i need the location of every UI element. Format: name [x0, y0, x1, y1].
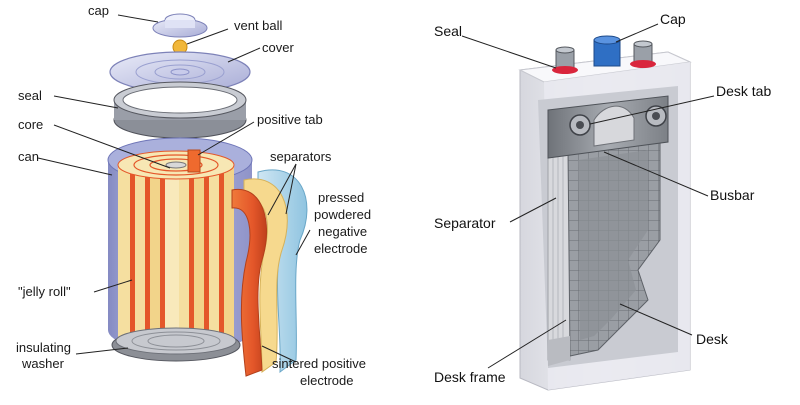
cylindrical-cell-diagram: cap vent ball cover seal core positive t…	[0, 0, 395, 405]
label-separator: Separator	[434, 215, 496, 231]
panel-divider	[395, 0, 398, 405]
label-vent-ball: vent ball	[234, 18, 283, 33]
label-can: can	[18, 149, 39, 164]
right-leader-lines	[461, 23, 715, 369]
label-insulating-1: insulating	[16, 340, 71, 355]
cap-part	[152, 13, 208, 38]
label-cap: cap	[88, 3, 109, 18]
label-insulating-2: washer	[21, 356, 65, 371]
label-pressed-3: negative	[318, 224, 367, 239]
unrolled-electrodes-part	[231, 169, 308, 377]
label-desk: Desk	[696, 331, 729, 347]
prismatic-cell-svg: Seal Cap Desk tab Busbar Separator Desk …	[434, 11, 771, 391]
positive-tab-part	[187, 149, 201, 173]
label-desk-tab: Desk tab	[716, 83, 771, 99]
cover-part	[109, 51, 251, 93]
label-pressed-2: powdered	[314, 207, 371, 222]
seal-ring-part	[113, 81, 247, 139]
label-jelly-roll: "jelly roll"	[18, 284, 71, 299]
label-separators: separators	[270, 149, 332, 164]
internals-part	[538, 86, 678, 368]
jelly-roll-part	[117, 150, 235, 345]
terminals-part	[552, 35, 656, 74]
label-pressed-4: electrode	[314, 241, 367, 256]
label-desk-frame: Desk frame	[434, 369, 506, 385]
label-pressed-1: pressed	[318, 190, 364, 205]
prismatic-cell-diagram: Seal Cap Desk tab Busbar Separator Desk …	[398, 0, 800, 405]
label-core: core	[18, 117, 43, 132]
cylindrical-cell-svg: cap vent ball cover seal core positive t…	[16, 3, 371, 388]
label-seal-right: Seal	[434, 23, 462, 39]
insulating-washer-part	[111, 327, 241, 362]
label-sintered-1: sintered positive	[272, 356, 366, 371]
label-cap-right: Cap	[660, 11, 686, 27]
label-positive-tab: positive tab	[257, 112, 323, 127]
label-sintered-2: electrode	[300, 373, 353, 388]
label-cover: cover	[262, 40, 294, 55]
label-busbar: Busbar	[710, 187, 755, 203]
label-seal: seal	[18, 88, 42, 103]
left-leader-lines	[37, 14, 311, 363]
